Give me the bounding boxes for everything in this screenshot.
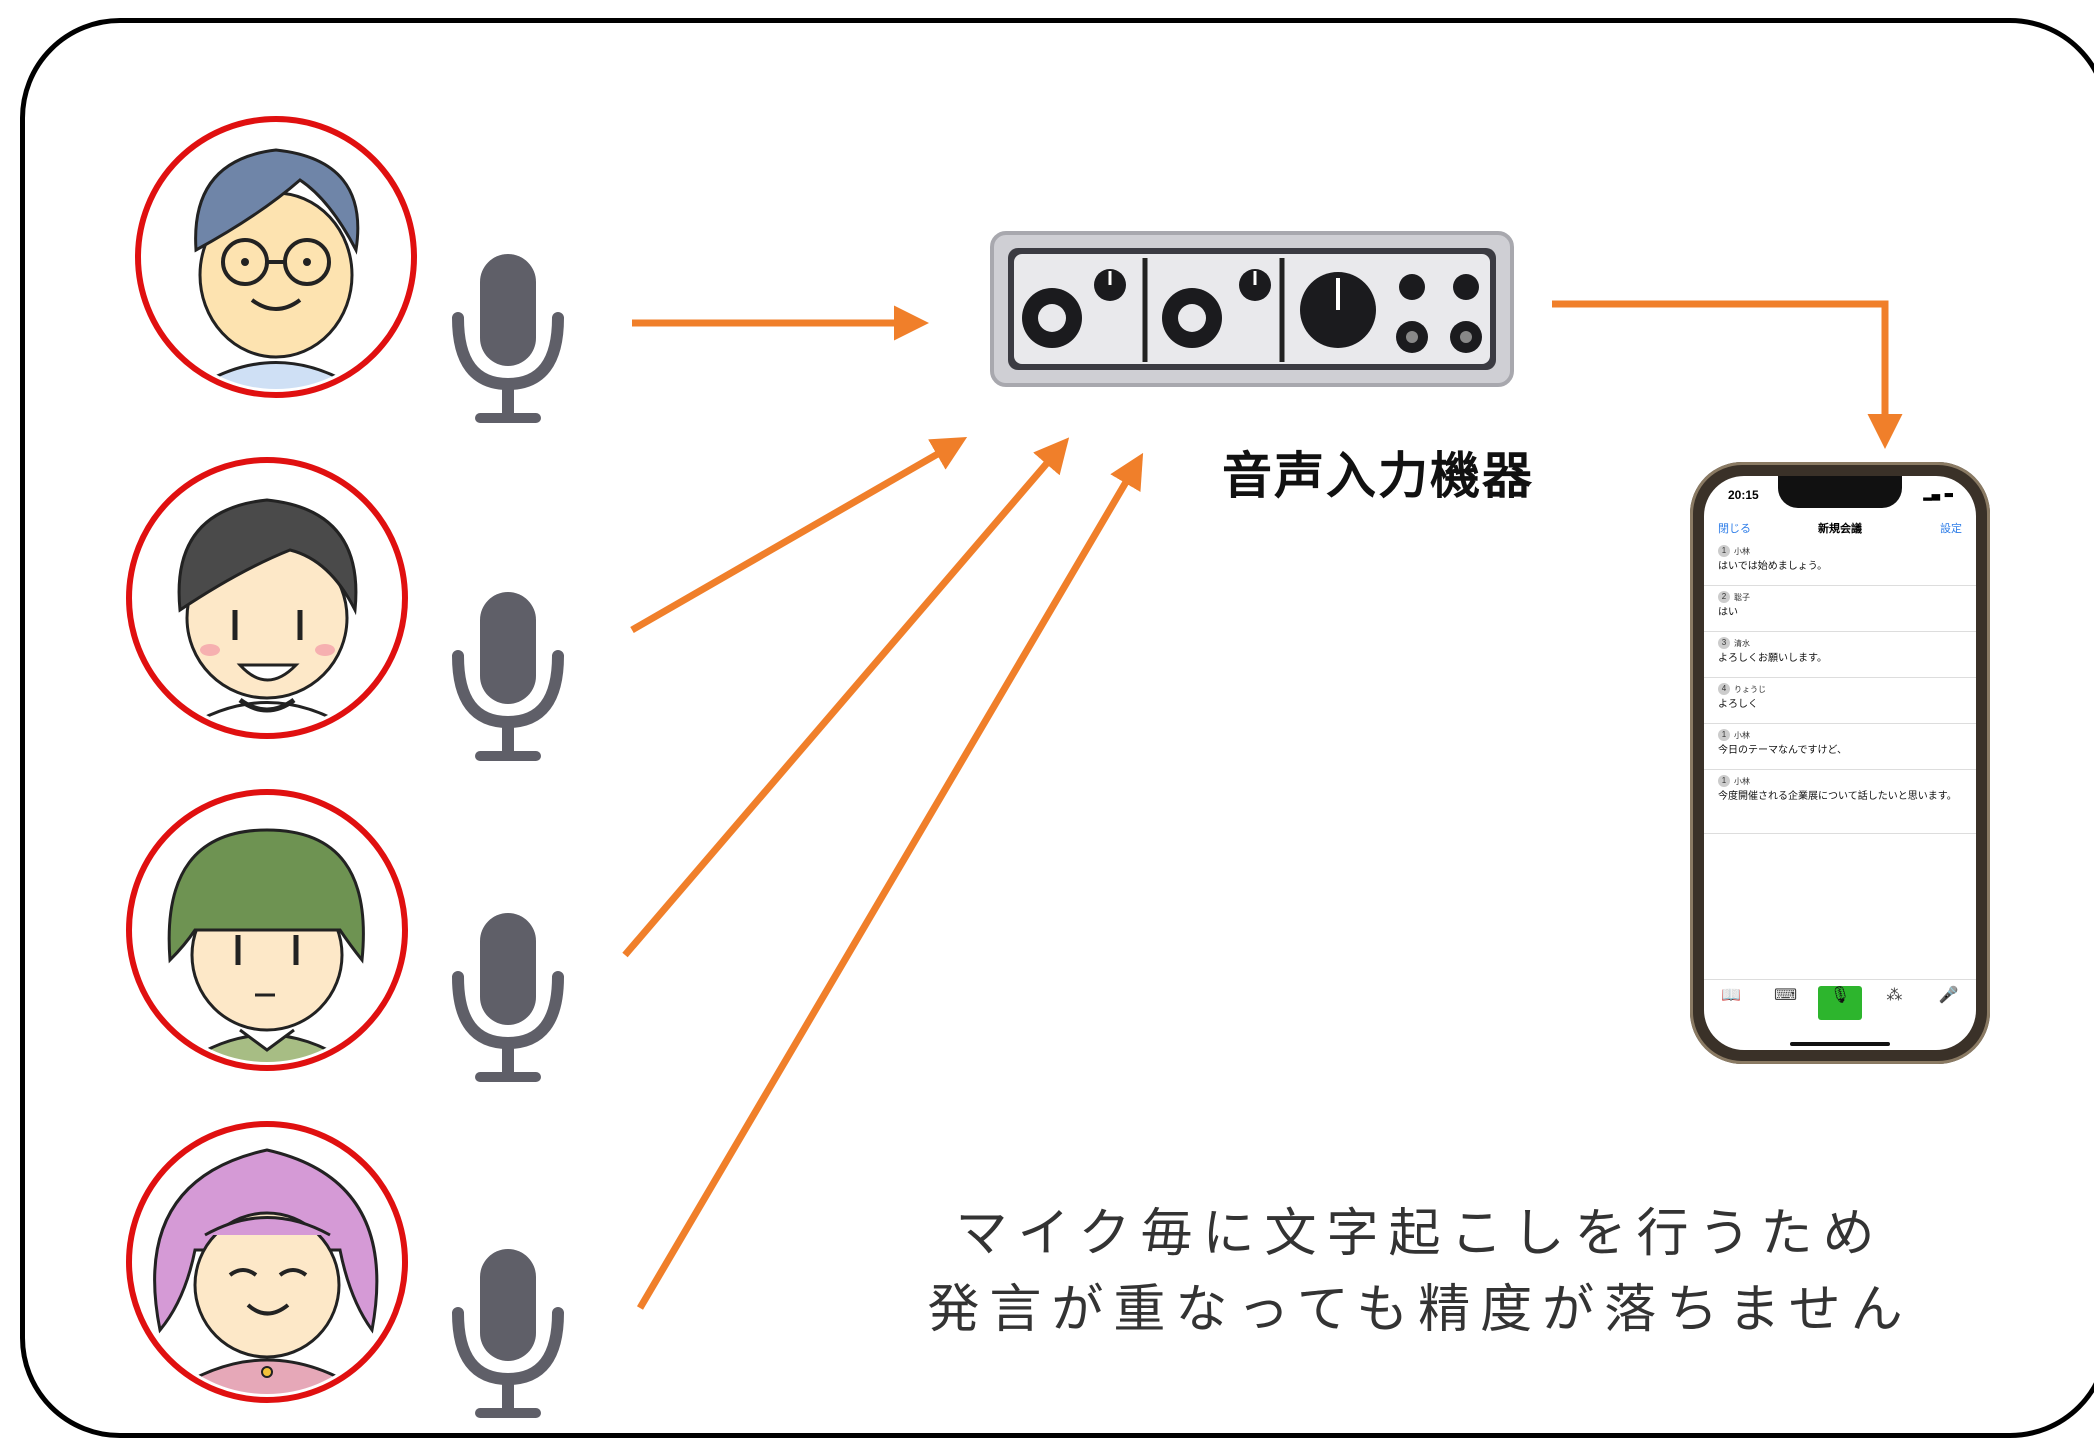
avatar-pink-hair bbox=[126, 1121, 408, 1403]
smartphone: 20:15 ▂▄ ▬ 閉じる 新規会議 設定 1 小林 はいでは始めましょう。 2… bbox=[1690, 462, 1990, 1064]
list-item[interactable]: 3 清水 よろしくお願いします。 bbox=[1704, 632, 1976, 678]
list-item[interactable]: 1 小林 今度開催される企業展について話したいと思います。 bbox=[1704, 770, 1976, 834]
arrow-mic2-to-device bbox=[630, 437, 968, 634]
message-text: よろしくお願いします。 bbox=[1718, 653, 1827, 664]
speaker-name: りょうじ bbox=[1734, 684, 1766, 694]
message-text: はいでは始めましょう。 bbox=[1718, 561, 1828, 572]
speaker-number: 2 bbox=[1718, 591, 1730, 603]
list-item[interactable]: 1 小林 今日のテーマなんですけど、 bbox=[1704, 724, 1976, 770]
tab-translate[interactable]: ⁂ bbox=[1872, 986, 1916, 1006]
translate-icon: ⁂ bbox=[1886, 987, 1903, 1004]
list-item[interactable]: 1 小林 はいでは始めましょう。 bbox=[1704, 540, 1976, 586]
keyboard-icon: ⌨ bbox=[1774, 987, 1798, 1004]
transcript-list[interactable]: 1 小林 はいでは始めましょう。 2 聡子 はい 3 清水 よろしくお願いします。 4… bbox=[1704, 540, 1976, 834]
nav-bar: 閉じる 新規会議 設定 bbox=[1704, 514, 1976, 540]
arrow-mic3-to-device bbox=[622, 437, 1070, 958]
status-bar: 20:15 ▂▄ ▬ bbox=[1704, 476, 1976, 512]
tab-record[interactable]: 🎙 bbox=[1817, 986, 1862, 1020]
speaker-name: 聡子 bbox=[1734, 592, 1750, 602]
close-button[interactable]: 閉じる bbox=[1718, 523, 1751, 535]
tab-dictionary[interactable]: 📖 bbox=[1709, 986, 1753, 1006]
speaker-name: 清水 bbox=[1734, 638, 1750, 648]
audio-interface-device bbox=[990, 231, 1514, 387]
settings-button[interactable]: 設定 bbox=[1940, 523, 1962, 535]
message-text: よろしく bbox=[1718, 699, 1758, 710]
signal-arrows bbox=[622, 300, 1903, 1310]
arrow-device-to-phone bbox=[1552, 300, 1903, 449]
speaker-name: 小林 bbox=[1734, 546, 1750, 556]
message-text: 今日のテーマなんですけど、 bbox=[1718, 745, 1847, 756]
phone-notch bbox=[1778, 476, 1902, 508]
book-icon: 📖 bbox=[1721, 987, 1742, 1004]
microphone-icon bbox=[452, 913, 564, 1082]
avatar-green-hair bbox=[126, 789, 408, 1071]
speaker-number: 1 bbox=[1718, 729, 1730, 741]
speaker-number: 1 bbox=[1718, 545, 1730, 557]
list-item[interactable]: 4 りょうじ よろしく bbox=[1704, 678, 1976, 724]
list-item[interactable]: 2 聡子 はい bbox=[1704, 586, 1976, 632]
caption-line-2: 発言が重なっても精度が落ちません bbox=[927, 1280, 1913, 1340]
status-time: 20:15 bbox=[1728, 488, 1759, 502]
arrow-mic4-to-device bbox=[636, 452, 1144, 1310]
speaker-number: 3 bbox=[1718, 637, 1730, 649]
tab-bar: 📖 ⌨ 🎙 ⁂ 🎤 bbox=[1704, 979, 1976, 1040]
microphone-icon bbox=[452, 1249, 564, 1418]
tab-mic-settings[interactable]: 🎤 bbox=[1927, 986, 1971, 1006]
message-text: 今度開催される企業展について話したいと思います。 bbox=[1718, 791, 1957, 802]
microphone-icon bbox=[452, 592, 564, 761]
speaker-name: 小林 bbox=[1734, 776, 1750, 786]
mic-settings-icon: 🎤 bbox=[1938, 987, 1959, 1004]
signal-battery-icon: ▂▄ ▬ bbox=[1923, 488, 1954, 501]
avatar-dark-hair bbox=[126, 457, 408, 739]
speaker-number: 4 bbox=[1718, 683, 1730, 695]
tab-keyboard[interactable]: ⌨ bbox=[1764, 986, 1808, 1006]
mic-icon: 🎙 bbox=[1829, 987, 1851, 1004]
screen-title: 新規会議 bbox=[1818, 523, 1862, 535]
speaker-name: 小林 bbox=[1734, 730, 1750, 740]
home-indicator bbox=[1790, 1042, 1890, 1046]
caption-line-1: マイク毎に文字起こしを行うため bbox=[955, 1204, 1885, 1264]
microphone-icon bbox=[452, 254, 564, 423]
avatar-man-glasses bbox=[135, 116, 417, 398]
message-text: はい bbox=[1718, 607, 1738, 618]
microphones bbox=[452, 254, 564, 1418]
speaker-number: 1 bbox=[1718, 775, 1730, 787]
caption: マイク毎に文字起こしを行うため 発言が重なっても精度が落ちません bbox=[880, 1196, 1960, 1348]
phone-screen bbox=[1704, 476, 1976, 1050]
device-label: 音声入力機器 bbox=[1222, 447, 1534, 505]
